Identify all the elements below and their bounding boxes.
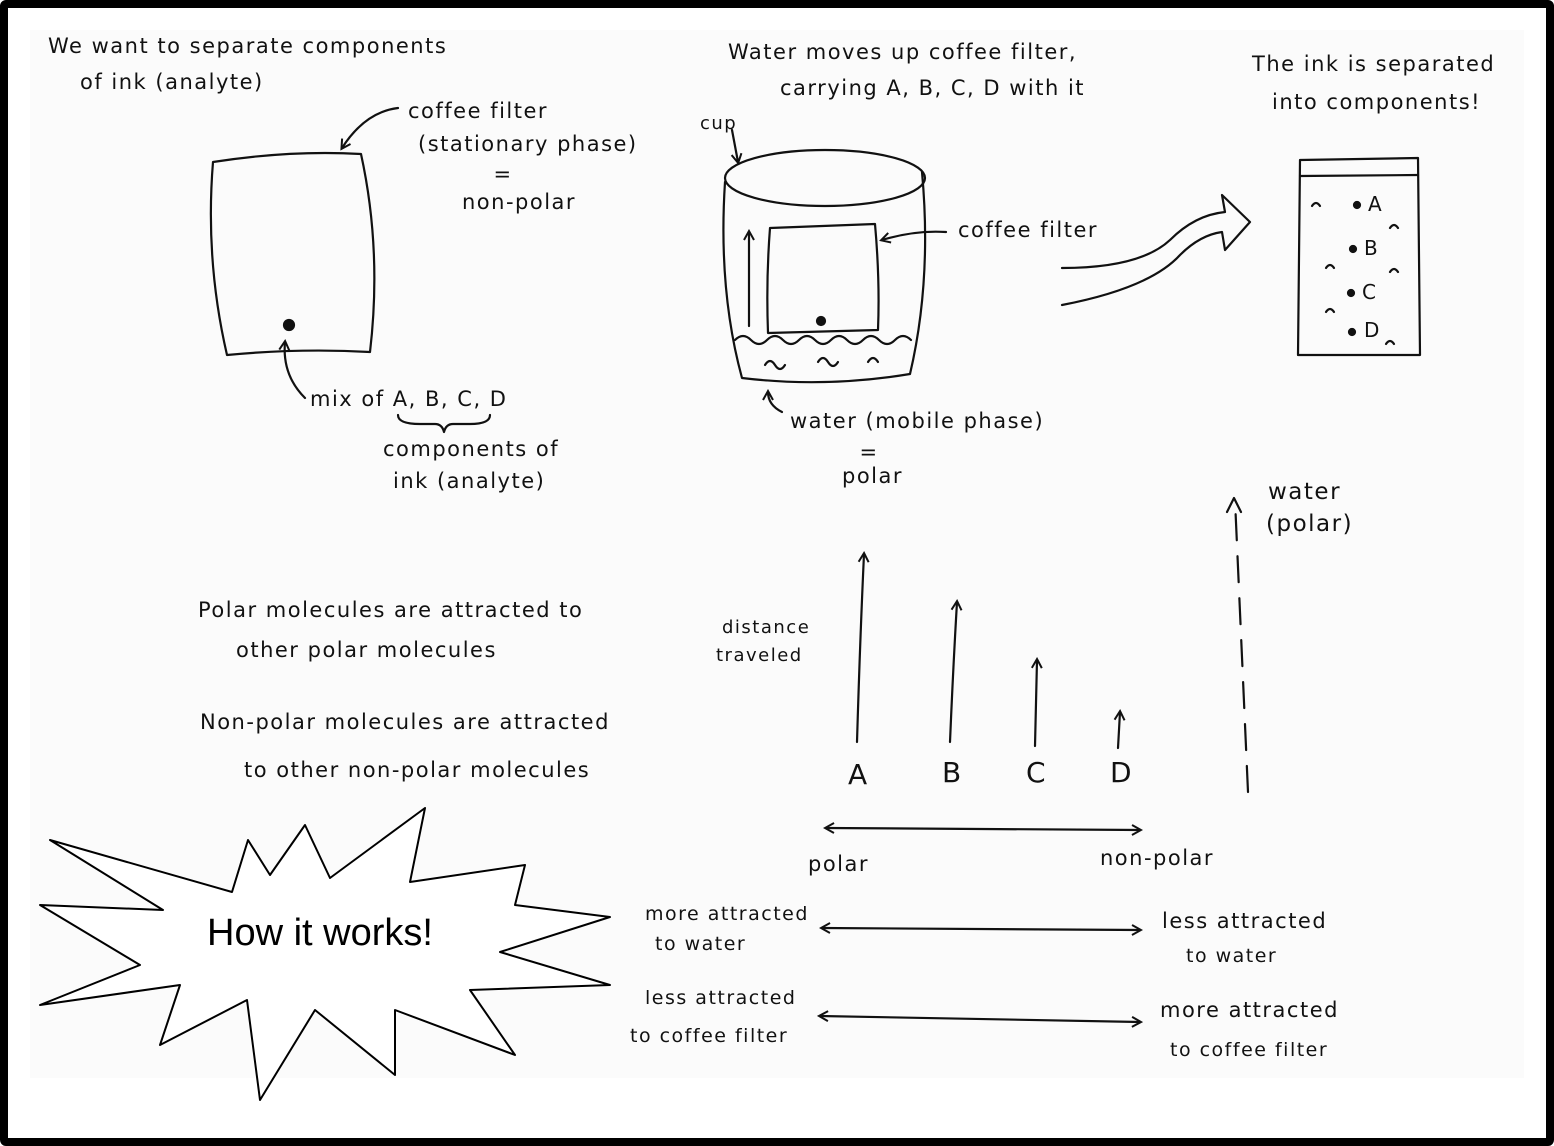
cup-title-1: Water moves up coffee filter, — [728, 40, 1078, 64]
filter-label-3: non-polar — [462, 190, 577, 214]
spot-c-label: C — [1362, 280, 1376, 304]
row2-left-2: to coffee filter — [630, 1025, 789, 1047]
row2-right-1: more attracted — [1160, 998, 1339, 1022]
spot-b-label: B — [1364, 236, 1378, 260]
water-polar-label: polar — [842, 464, 904, 488]
intro-line-2: of ink (analyte) — [80, 70, 264, 94]
filter-label-1: coffee filter — [408, 99, 549, 123]
row1-left-1: more attracted — [645, 903, 809, 925]
axis-polar-label: polar — [808, 852, 870, 876]
result-title-1: The ink is separated — [1252, 52, 1496, 76]
row2-left-1: less attracted — [645, 987, 797, 1009]
distance-ylabel-1: distance — [722, 617, 811, 638]
water-polar-title-2: (polar) — [1266, 511, 1354, 537]
row1-left-2: to water — [655, 933, 747, 955]
row1-right-1: less attracted — [1162, 909, 1328, 933]
rule-nonpolar-2: to other non-polar molecules — [244, 758, 591, 782]
intro-line-1: We want to separate components — [48, 34, 448, 58]
mix-sub-1: components of — [383, 437, 560, 461]
row1-right-2: to water — [1186, 945, 1278, 967]
spot-a-label: A — [1368, 192, 1382, 216]
axis-nonpolar-label: non-polar — [1100, 846, 1215, 870]
component-b-label: B — [942, 756, 962, 789]
result-title-2: into components! — [1272, 90, 1482, 114]
rule-nonpolar-1: Non-polar molecules are attracted — [200, 710, 610, 734]
water-polar-title-1: water — [1268, 479, 1342, 505]
spot-d-label: D — [1364, 318, 1380, 342]
burst-title: How it works! — [207, 912, 433, 954]
rule-polar-2: other polar molecules — [236, 638, 497, 662]
component-a-label: A — [848, 758, 868, 791]
component-d-label: D — [1110, 756, 1132, 789]
water-equals: = — [859, 440, 879, 464]
filter-equals: = — [493, 162, 513, 186]
distance-ylabel-2: traveled — [716, 645, 803, 666]
cup-filter-label: coffee filter — [958, 218, 1099, 242]
cup-title-2: carrying A, B, C, D with it — [780, 76, 1086, 100]
mix-sub-2: ink (analyte) — [393, 469, 546, 493]
component-c-label: C — [1026, 756, 1046, 789]
water-label: water (mobile phase) — [790, 409, 1045, 433]
mix-label: mix of A, B, C, D — [310, 387, 508, 411]
cup-label: cup — [700, 113, 738, 134]
filter-label-2: (stationary phase) — [418, 132, 638, 156]
row2-right-2: to coffee filter — [1170, 1039, 1329, 1061]
rule-polar-1: Polar molecules are attracted to — [198, 598, 584, 622]
